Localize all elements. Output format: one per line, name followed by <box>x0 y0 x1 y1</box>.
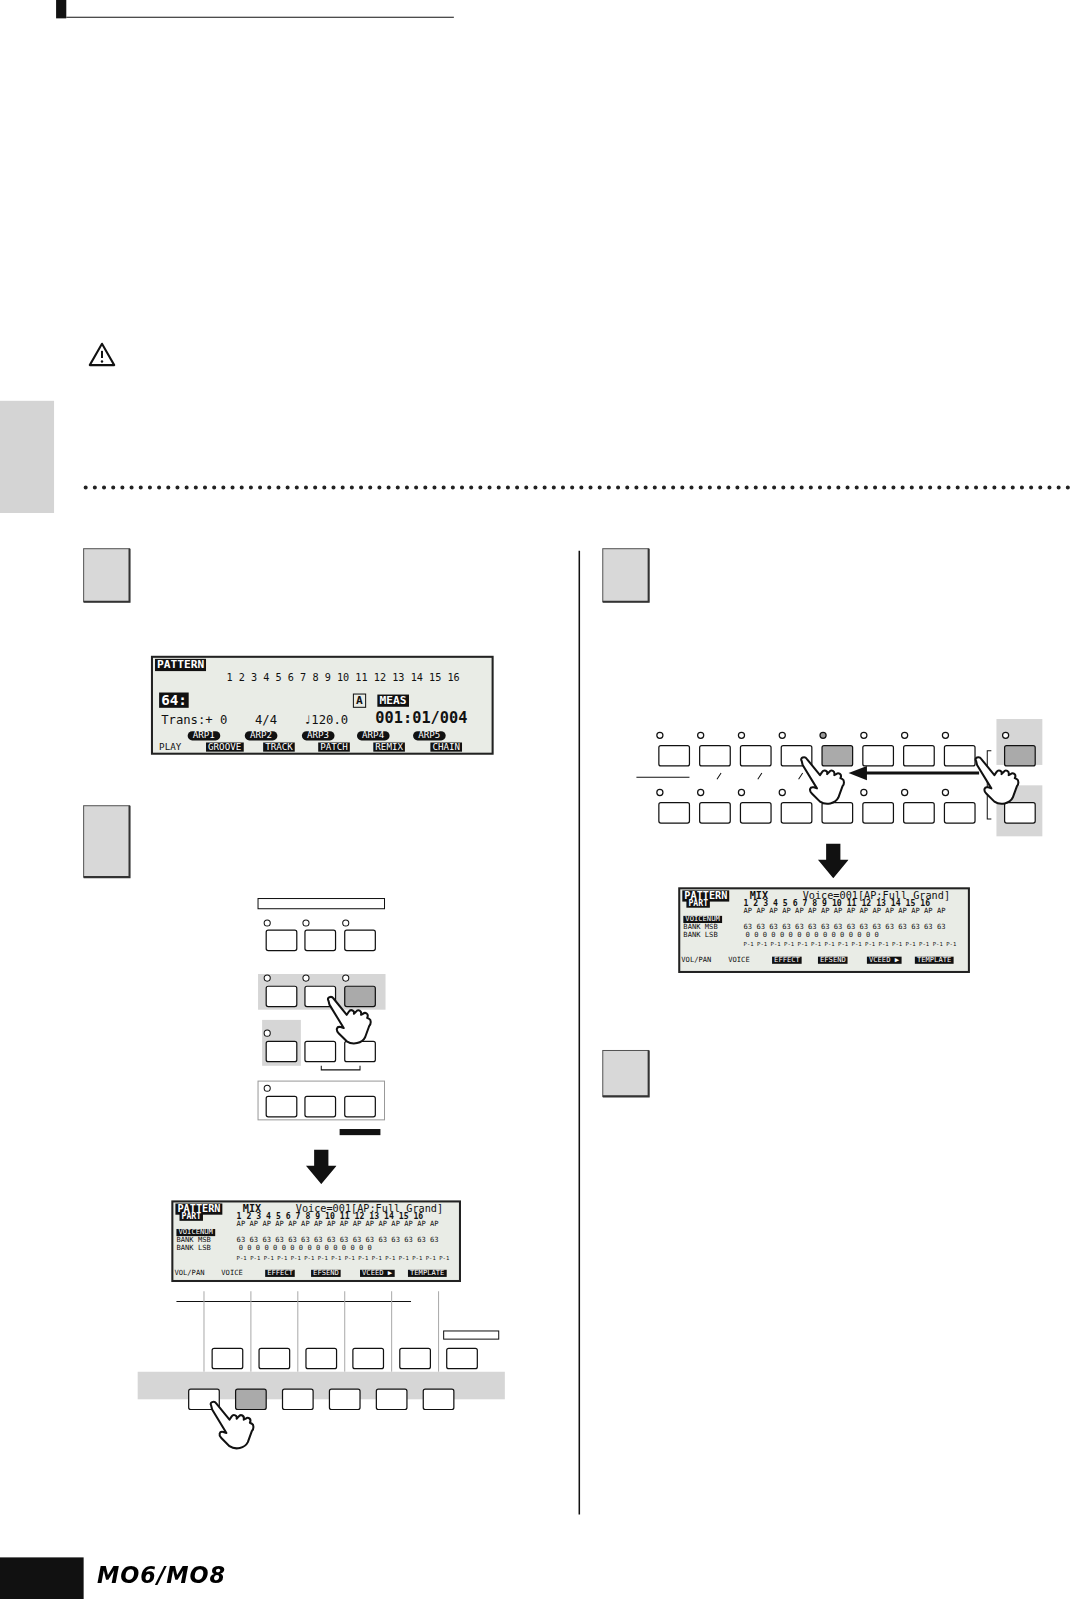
screen-text: AP AP AP AP AP AP AP AP AP AP AP AP AP A… <box>744 908 946 915</box>
screen-text: VOICENUM <box>176 1229 214 1236</box>
screen-text: 1 2 3 4 5 6 7 8 9 10 11 12 13 14 15 16 <box>226 673 459 684</box>
screen-text: EFSEND <box>818 957 848 964</box>
panel-button <box>740 803 771 823</box>
led <box>902 789 908 795</box>
panel-button <box>700 803 731 823</box>
panel-button <box>822 803 853 823</box>
panel-button <box>944 803 975 823</box>
led <box>779 789 785 795</box>
screen-text: CHAIN <box>430 742 462 752</box>
led <box>698 789 704 795</box>
panel-button <box>944 746 975 766</box>
led <box>902 732 908 738</box>
screen-text: 4/4 <box>255 714 277 727</box>
screen-text: PART <box>180 1213 204 1222</box>
led <box>738 732 744 738</box>
screen-text: A <box>353 694 366 708</box>
screen-text: ARP3 <box>302 731 334 741</box>
screen-text: 64: <box>159 693 189 708</box>
screen-text: Trans:+ 0 <box>161 714 227 727</box>
screen-text: 63 63 63 63 63 63 63 63 63 63 63 63 63 6… <box>744 924 946 931</box>
screen-text: ARP2 <box>245 731 277 741</box>
panel-button <box>822 746 853 766</box>
screen-text: P-1 P-1 P-1 P-1 P-1 P-1 P-1 P-1 P-1 P-1 … <box>744 942 957 948</box>
screen-text: GROOVE <box>206 742 243 752</box>
panel-button <box>781 803 812 823</box>
led <box>1003 732 1009 738</box>
screen-text: PART <box>686 900 710 909</box>
screen-text: EFSEND <box>311 1270 341 1277</box>
screen-text: AP AP AP AP AP AP AP AP AP AP AP AP AP A… <box>237 1221 439 1228</box>
lcd-screen: PATTERNMIXVoice=001[AP:Full Grand]PART1 … <box>678 887 970 973</box>
led <box>820 732 826 738</box>
screen-text: ♩120.0 <box>304 714 348 727</box>
screen-text: VOICE <box>728 957 749 964</box>
screen-text: VOL/PAN <box>174 1270 204 1277</box>
led <box>657 732 663 738</box>
screen-text: 63 63 63 63 63 63 63 63 63 63 63 63 63 6… <box>237 1237 439 1244</box>
panel-button <box>700 746 731 766</box>
panel-button <box>740 746 771 766</box>
panel-button <box>659 746 690 766</box>
screen-text: BANK LSB <box>176 1245 210 1252</box>
panel-button <box>1005 746 1036 766</box>
led <box>942 789 948 795</box>
screen-text: VOICENUM <box>683 916 721 923</box>
screen-text: EFFECT <box>772 957 802 964</box>
screen-text: VOICE <box>221 1270 242 1277</box>
model-logo: MO6/MO8 <box>97 1562 226 1587</box>
led <box>657 789 663 795</box>
panel-button <box>904 746 935 766</box>
led <box>861 732 867 738</box>
led <box>738 789 744 795</box>
screen-text: VCEED ▶ <box>360 1270 394 1277</box>
screen-text: TEMPLATE <box>915 957 953 964</box>
screen-text: VOL/PAN <box>681 957 711 964</box>
panel-button <box>863 746 894 766</box>
panel-button <box>863 803 894 823</box>
screen-text: ARP1 <box>188 731 220 741</box>
screen-text: BANK MSB <box>683 924 717 931</box>
screen-text: EFFECT <box>265 1270 295 1277</box>
screen-text: TRACK <box>263 742 295 752</box>
lcd-screen: PATTERN 1 2 3 4 5 6 7 8 9 10 11 12 13 14 … <box>151 656 494 755</box>
screen-text: VCEED ▶ <box>867 957 901 964</box>
led <box>698 732 704 738</box>
screen-text: P-1 P-1 P-1 P-1 P-1 P-1 P-1 P-1 P-1 P-1 … <box>237 1255 450 1261</box>
screen-text: 0 0 0 0 0 0 0 0 0 0 0 0 0 0 0 0 <box>239 1245 372 1252</box>
screen-text: 0 0 0 0 0 0 0 0 0 0 0 0 0 0 0 0 <box>746 932 879 939</box>
screen-text: 001:01/004 <box>375 711 467 727</box>
screen-text: ARP5 <box>413 731 445 741</box>
led <box>942 732 948 738</box>
lcd-screen: PATTERNMIXVoice=001[AP:Full Grand]PART1 … <box>171 1200 461 1282</box>
panel-button <box>1005 803 1036 823</box>
screen-text: TEMPLATE <box>408 1270 446 1277</box>
screen-text: BANK LSB <box>683 932 717 939</box>
screen-text: BANK MSB <box>176 1237 210 1244</box>
screen-text: PATTERN <box>155 659 206 671</box>
led <box>779 732 785 738</box>
led <box>861 789 867 795</box>
panel-button <box>904 803 935 823</box>
screen-text: PATCH <box>318 742 350 752</box>
screen-text: MEAS <box>377 695 408 707</box>
screen-text: REMIX <box>373 742 405 752</box>
screen-text: ARP4 <box>357 731 389 741</box>
screen-text: PLAY <box>159 742 181 752</box>
panel-button <box>659 803 690 823</box>
